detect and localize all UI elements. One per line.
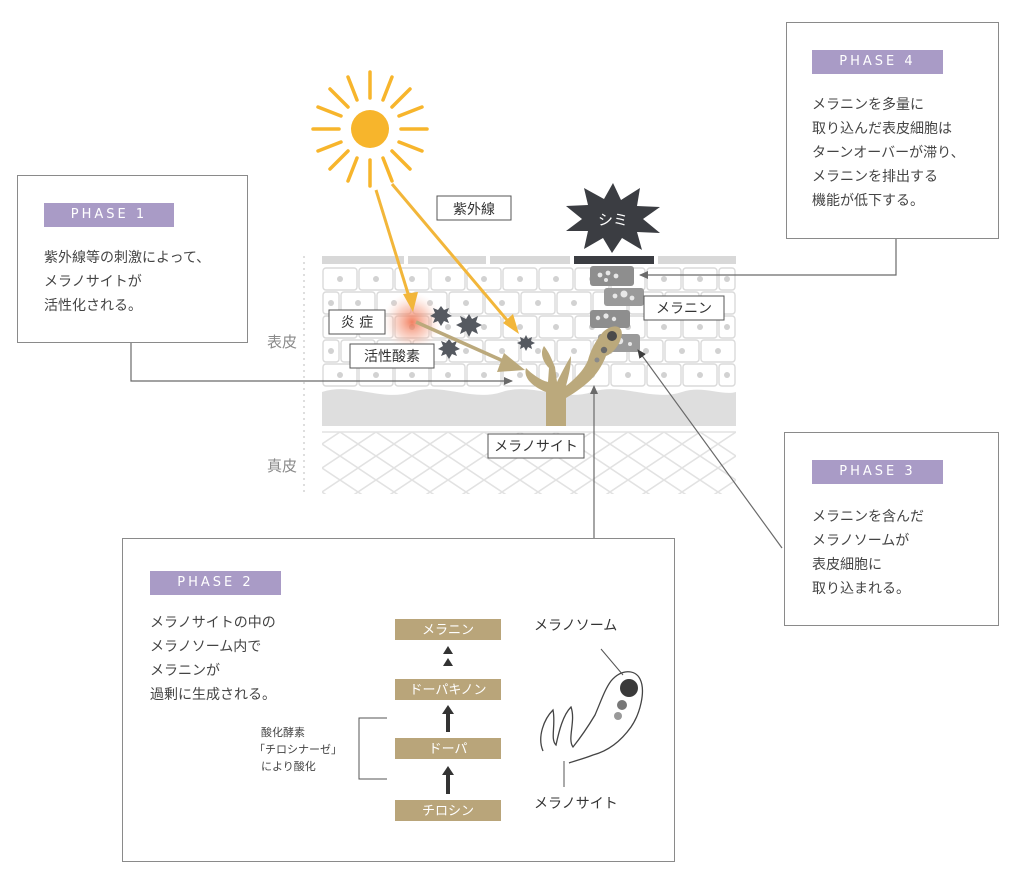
cell-nucleus [724, 324, 730, 330]
cell-nucleus [499, 300, 505, 306]
cell-nucleus [481, 372, 487, 378]
melanocyte-label: メラノサイト [487, 433, 585, 459]
svg-text:「チロシナーゼ」: 「チロシナーゼ」 [254, 743, 342, 756]
cell-nucleus [625, 372, 631, 378]
cell-nucleus [571, 348, 577, 354]
cell-nucleus [463, 300, 469, 306]
cell-nucleus [463, 348, 469, 354]
flow-step-tyrosine: チロシン [395, 800, 501, 821]
cell-nucleus [517, 276, 523, 282]
melanocyte-outline-icon [540, 671, 644, 764]
ros-particles [430, 306, 535, 359]
uv-label: 紫外線 [436, 195, 512, 221]
melanocyte-caption: メラノサイト [534, 796, 618, 812]
cell-nucleus [499, 348, 505, 354]
phase2-text: メラノサイトの中の メラノソーム内で メラニンが 過剰に生成される。 [150, 615, 276, 703]
svg-text:チロシン: チロシン [422, 804, 474, 819]
phase1-box: PHASE 1 紫外線等の刺激によって、 メラノサイトが 活性化される。 [17, 175, 248, 343]
melanin-label: メラニン [643, 295, 725, 321]
cell-nucleus [328, 348, 334, 354]
basal-band [322, 389, 736, 426]
svg-text:酸化酵素: 酸化酵素 [261, 725, 305, 739]
flow-step-melanin: メラニン [395, 619, 501, 640]
svg-text:ドーパキノン: ドーパキノン [410, 683, 487, 698]
flow-step-dopaquinone: ドーパキノン [395, 679, 501, 700]
cell-nucleus [481, 276, 487, 282]
cell-nucleus [661, 372, 667, 378]
phase4-box: PHASE 4 メラニンを多量に 取り込んだ表皮細胞は ターンオーバーが滞り、 … [786, 22, 999, 239]
flow-arrow-bold [442, 705, 454, 794]
sun-icon [311, 70, 429, 188]
phase3-text: メラニンを含んだ メラノソームが 表皮細胞に 取り込まれる。 [812, 509, 924, 597]
cell-nucleus [643, 348, 649, 354]
cell-nucleus [553, 276, 559, 282]
cell-nucleus [715, 348, 721, 354]
epidermis-label: 表皮 [267, 333, 297, 351]
cell-nucleus [337, 276, 343, 282]
connector-lines [130, 238, 897, 549]
cell-nucleus [445, 372, 451, 378]
cell-nucleus [517, 324, 523, 330]
cell-nucleus [535, 348, 541, 354]
cell-nucleus [445, 324, 451, 330]
melanocyte-cell [525, 326, 622, 426]
cell-nucleus [337, 372, 343, 378]
cell-nucleus [373, 276, 379, 282]
phase2-box: PHASE 2 メラノサイトの中の メラノソーム内で メラニンが 過剰に生成され… [122, 538, 675, 862]
cell-nucleus [517, 372, 523, 378]
cell-nucleus [697, 276, 703, 282]
flow-step-dopa: ドーパ [395, 738, 501, 759]
phase3-box: PHASE 3 メラニンを含んだ メラノソームが 表皮細胞に 取り込まれる。 [784, 432, 999, 626]
cell-nucleus [445, 276, 451, 282]
inflammation-glow [382, 292, 442, 352]
phase2-diagram: メラニン ドーパキノン ドーパ チロシン 酸化酵素 「チロシナーゼ」 [254, 618, 644, 821]
cell-nucleus [535, 300, 541, 306]
phase3-tag: PHASE 3 [812, 460, 943, 484]
stratum-corneum [322, 256, 736, 264]
phase2-tag: PHASE 2 [150, 571, 281, 595]
cell-nucleus [697, 372, 703, 378]
svg-text:ドーパ: ドーパ [429, 742, 468, 757]
enzyme-note: 酸化酵素 「チロシナーゼ」 により酸化 [254, 725, 342, 773]
svg-text:メラニン: メラニン [656, 301, 712, 317]
svg-text:炎 症: 炎 症 [341, 315, 373, 331]
phase4-tag: PHASE 4 [812, 50, 943, 74]
enzyme-bracket [358, 717, 387, 780]
phase1-tag: PHASE 1 [44, 203, 174, 227]
inflammation-label: 炎 症 [328, 309, 386, 335]
cell-nucleus [481, 324, 487, 330]
svg-text:活性酸素: 活性酸素 [364, 349, 420, 365]
phase1-text: 紫外線等の刺激によって、 メラノサイトが 活性化される。 [44, 250, 211, 314]
dermis-label: 真皮 [267, 457, 297, 475]
cell-nucleus [355, 300, 361, 306]
phase4-text: メラニンを多量に 取り込んだ表皮細胞は ターンオーバーが滞り、 メラニンを排出す… [812, 97, 965, 209]
uv-arrows [374, 183, 514, 327]
cell-nucleus [679, 348, 685, 354]
cell-nucleus [328, 300, 334, 306]
melanosome-label: メラノソーム [534, 618, 617, 634]
cell-nucleus [409, 372, 415, 378]
cell-nucleus [661, 324, 667, 330]
svg-text:により酸化: により酸化 [261, 759, 316, 773]
cell-nucleus [553, 324, 559, 330]
cell-nucleus [697, 324, 703, 330]
svg-text:メラニン: メラニン [422, 623, 474, 638]
flow-arrow-small [443, 646, 453, 666]
ros-label: 活性酸素 [349, 343, 435, 369]
svg-text:メラノサイト: メラノサイト [494, 439, 578, 455]
cell-nucleus [661, 276, 667, 282]
cell-nucleus [724, 276, 730, 282]
cell-nucleus [409, 276, 415, 282]
svg-text:紫外線: 紫外線 [453, 202, 495, 218]
cell-nucleus [571, 300, 577, 306]
cell-nucleus [724, 372, 730, 378]
spot-burst [566, 183, 660, 253]
cell-nucleus [373, 372, 379, 378]
spot-label: シミ [598, 211, 628, 229]
